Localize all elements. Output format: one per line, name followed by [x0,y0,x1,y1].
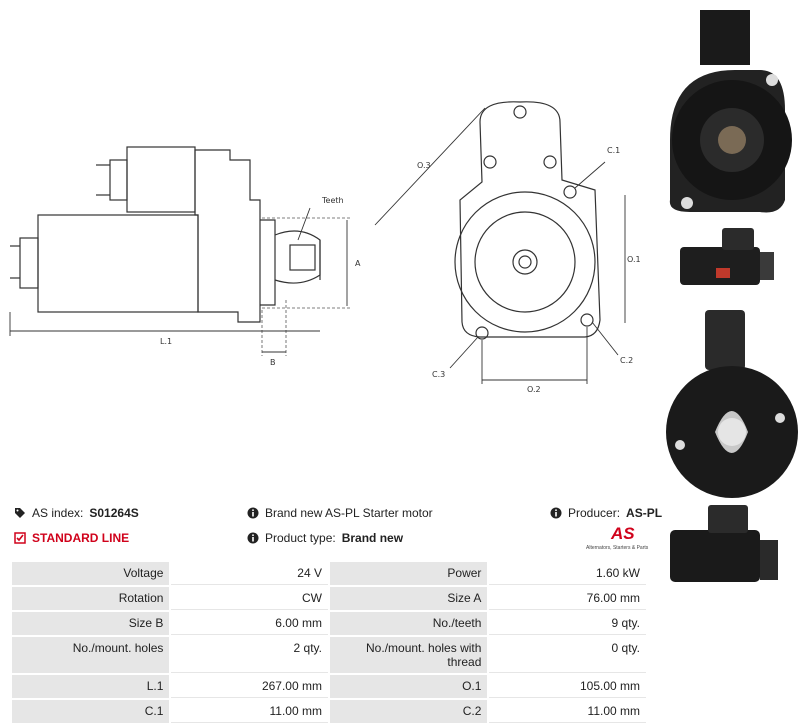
spec-value: CW [171,587,328,610]
label-c1: C.1 [607,146,620,155]
photo-rear-end [666,310,798,498]
photo-side-1 [680,228,774,285]
table-row: Rotation CW Size A 76.00 mm [12,587,646,610]
spec-value: 105.00 mm [489,675,646,698]
spec-label: L.1 [12,675,170,698]
description: Brand new AS-PL Starter motor [247,506,433,520]
spec-label: C.1 [12,700,170,723]
spec-table: Voltage 24 V Power 1.60 kW Rotation CW S… [10,560,648,725]
label-a: A [355,259,361,268]
table-row: L.1 267.00 mm O.1 105.00 mm [12,675,646,698]
spec-value: 9 qty. [489,612,646,635]
label-c3: C.3 [432,370,445,379]
info-icon [550,507,562,519]
label-l1: L.1 [160,337,172,346]
spec-label: Size B [12,612,170,635]
photo-drive-end [669,10,792,213]
photo-side-2 [670,505,778,582]
as-index-value: S01264S [89,506,139,520]
label-teeth: Teeth [321,196,344,205]
solenoid-outline [126,146,196,213]
asp-logo: AS Alternators, Starters & Parts [586,524,652,556]
spec-label: Voltage [12,562,170,585]
spec-label: O.1 [329,675,488,698]
as-index-label: AS index: [32,506,84,520]
label-o1: O.1 [627,255,641,264]
as-index: AS index: S01264S [14,506,139,520]
logo-mark: AS [611,524,635,543]
product-photos [666,10,798,582]
label-o2: O.2 [527,385,541,394]
product-type-label: Product type: [265,531,336,545]
tag-icon [15,508,25,518]
label-o3: O.3 [417,161,431,170]
producer-value: AS-PL [626,506,663,520]
table-row: C.1 11.00 mm C.2 11.00 mm [12,700,646,723]
standard-line-text: STANDARD LINE [32,531,130,545]
spec-value: 76.00 mm [489,587,646,610]
spec-value: 267.00 mm [171,675,328,698]
producer: Producer: AS-PL [550,506,662,520]
product-type: Product type: Brand new [247,531,403,545]
technical-drawing: Teeth A L.1 B O.3 C.1 O.1 C.3 O.2 C.2 [9,101,641,394]
description-text: Brand new AS-PL Starter motor [265,506,433,520]
front-flange-outline [459,101,601,338]
label-b: B [270,358,276,367]
standard-line: STANDARD LINE [14,531,129,545]
spec-value: 2 qty. [171,637,328,673]
table-row: No./mount. holes 2 qty. No./mount. holes… [12,637,646,673]
table-row: Size B 6.00 mm No./teeth 9 qty. [12,612,646,635]
label-c2: C.2 [620,356,633,365]
table-row: Voltage 24 V Power 1.60 kW [12,562,646,585]
logo-subtitle: Alternators, Starters & Parts [586,545,649,551]
spec-value: 24 V [171,562,328,585]
spec-value: 6.00 mm [171,612,328,635]
spec-label: C.2 [329,700,488,723]
spec-label: No./teeth [329,612,488,635]
product-type-value: Brand new [341,531,404,545]
info-icon [247,507,259,519]
info-icon [247,532,259,544]
spec-label: No./mount. holes [12,637,170,673]
spec-value: 0 qty. [489,637,646,673]
spec-label: Rotation [12,587,170,610]
spec-label: Size A [329,587,488,610]
checkbox-icon [14,532,26,544]
spec-label: No./mount. holes with thread [329,637,488,673]
motor-body-outline [37,214,199,313]
spec-label: Power [329,562,488,585]
spec-value: 1.60 kW [489,562,646,585]
producer-label: Producer: [568,506,621,520]
